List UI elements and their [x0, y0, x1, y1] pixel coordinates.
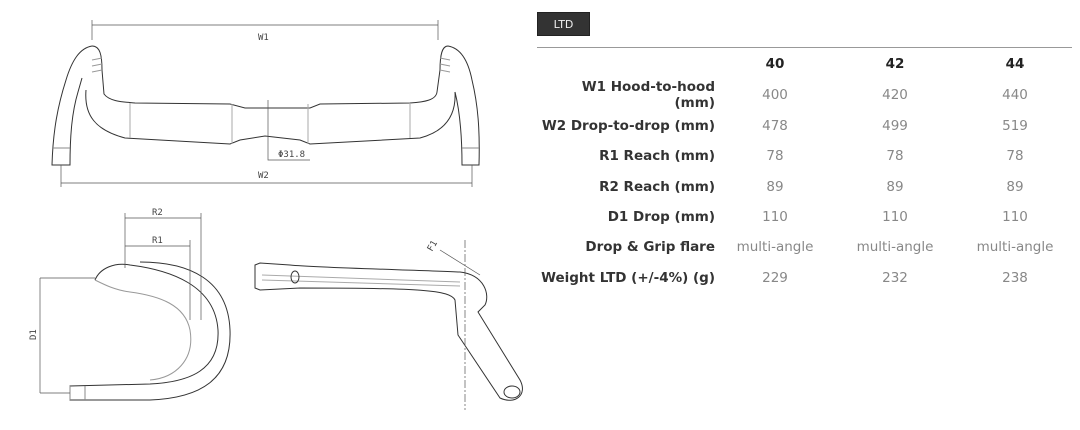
- table-row: Weight LTD (+/-4%) (g) 229 232 238: [537, 262, 1075, 292]
- cell: 78: [766, 148, 784, 165]
- table-row: W1 Hood-to-hood (mm) 400 420 440: [537, 79, 1075, 111]
- cell: 110: [762, 209, 788, 226]
- cell: 440: [1002, 87, 1028, 103]
- divider: [537, 47, 1072, 48]
- row-label: Drop & Grip flare: [585, 239, 715, 256]
- table-row: D1 Drop (mm) 110 110 110: [537, 202, 1075, 232]
- cell: 238: [1002, 269, 1028, 286]
- column-header: 40: [765, 56, 785, 72]
- cell: 232: [882, 269, 908, 286]
- table-row: R2 Reach (mm) 89 89 89: [537, 172, 1075, 202]
- cell: multi-angle: [856, 239, 934, 256]
- cell: 89: [766, 178, 784, 195]
- clamp-diameter-label: Φ31.8: [278, 150, 305, 160]
- cell: 89: [1006, 178, 1024, 195]
- cell: 400: [762, 87, 788, 103]
- cell: 499: [882, 118, 908, 135]
- geometry-table: 40 42 44 W1 Hood-to-hood (mm) 400 420 440 W…: [537, 47, 1075, 293]
- row-label: R1 Reach (mm): [599, 148, 715, 165]
- f1-label: F1: [426, 239, 440, 253]
- handlebar-technical-drawings: W1 W2 Φ31.8 R2 R1 D1 F1: [29, 20, 523, 410]
- table-row: W2 Drop-to-drop (mm) 478 499 519: [537, 111, 1075, 141]
- cell: 110: [1002, 209, 1028, 226]
- column-header: 42: [885, 56, 905, 72]
- cell: 78: [886, 148, 904, 165]
- cell: 89: [886, 178, 904, 195]
- cell: 420: [882, 87, 908, 103]
- row-label: W1 Hood-to-hood (mm): [581, 79, 715, 111]
- r2-label: R2: [152, 208, 163, 218]
- cell: 229: [762, 269, 788, 286]
- front-view-drawing: [254, 262, 523, 401]
- table-header-row: 40 42 44: [537, 47, 1075, 79]
- row-label: Weight LTD (+/-4%) (g): [541, 269, 715, 286]
- cell: 478: [762, 118, 788, 135]
- table-row: Drop & Grip flare multi-angle multi-angle m…: [537, 232, 1075, 262]
- w2-label: W2: [258, 171, 269, 181]
- cell: multi-angle: [736, 239, 814, 256]
- w1-label: W1: [258, 33, 269, 43]
- top-view-drawing: [51, 45, 480, 166]
- row-label: W2 Drop-to-drop (mm): [541, 118, 715, 135]
- cell: multi-angle: [976, 239, 1054, 256]
- row-label: D1 Drop (mm): [607, 209, 715, 226]
- r1-label: R1: [152, 236, 163, 246]
- side-view-drawing: [69, 261, 231, 401]
- column-header: 44: [1005, 56, 1025, 72]
- cell: 78: [1006, 148, 1024, 165]
- tab-ltd[interactable]: LTD: [537, 12, 590, 36]
- header-empty: [537, 47, 715, 79]
- row-label: R2 Reach (mm): [599, 178, 715, 195]
- cell: 110: [882, 209, 908, 226]
- d1-label: D1: [29, 329, 39, 340]
- table-row: R1 Reach (mm) 78 78 78: [537, 141, 1075, 171]
- cell: 519: [1002, 118, 1028, 135]
